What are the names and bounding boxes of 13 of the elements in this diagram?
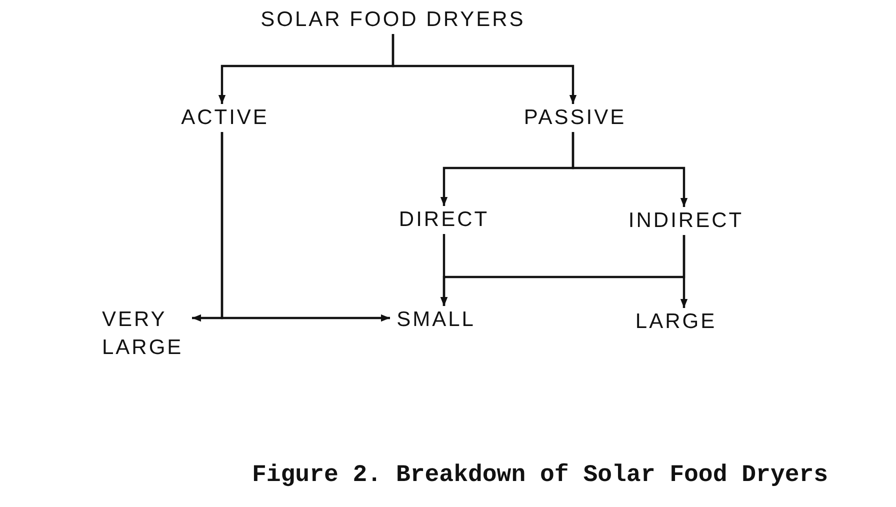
arrow xyxy=(220,132,390,322)
node-label: PASSIVE xyxy=(524,105,626,131)
figure-caption: Figure 2. Breakdown of Solar Food Dryers xyxy=(250,462,830,489)
node-label: SMALL xyxy=(396,307,476,333)
node-label: VERY LARGE xyxy=(102,307,184,361)
node-label: ACTIVE xyxy=(181,105,269,131)
node-label: DIRECT xyxy=(398,207,490,233)
arrow xyxy=(572,132,688,207)
node-label: LARGE xyxy=(635,309,717,335)
arrow xyxy=(392,34,577,104)
node-label: INDIRECT xyxy=(628,208,744,234)
node-label: SOLAR FOOD DRYERS xyxy=(260,7,526,33)
arrow xyxy=(680,235,688,308)
